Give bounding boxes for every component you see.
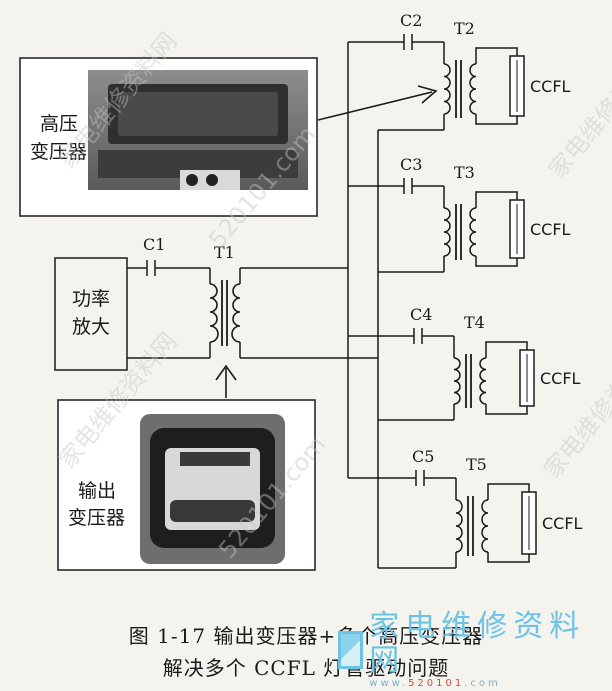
- power-amplifier-label-line2: 放大: [72, 316, 110, 338]
- primary-coil: [443, 207, 451, 257]
- secondary-coil: [469, 207, 477, 257]
- capacitor-label: C4: [410, 305, 432, 324]
- secondary-wire: [487, 552, 530, 563]
- output-photo-arrow: [215, 364, 237, 398]
- secondary-wire: [475, 47, 518, 64]
- capacitor-label: C3: [400, 155, 422, 174]
- corner-watermark-logo: 家电维修资料网 www.520101.com: [338, 610, 612, 689]
- secondary-coil: [469, 63, 477, 115]
- primary-coil: [453, 357, 461, 405]
- hv-photo-arrow: [317, 85, 438, 121]
- bus-wiring: [239, 42, 379, 568]
- secondary-wire: [485, 341, 528, 358]
- watermark-site-cn-right: 家电维修资料网: [543, 37, 612, 184]
- capacitor-label: C5: [412, 447, 434, 466]
- output-transformer-photo: [140, 414, 285, 564]
- hv-transformer-photo: [88, 70, 308, 190]
- corner-watermark-name: 家电维修资料网: [369, 609, 586, 678]
- primary-coil: [443, 63, 451, 115]
- corner-watermark-url: www.520101.com: [369, 678, 501, 689]
- transformer-label: T2: [454, 19, 475, 38]
- transformer-label: T3: [454, 163, 475, 182]
- secondary-wire: [487, 483, 530, 500]
- secondary-coil: [479, 357, 487, 405]
- figure-caption-line2: 解决多个 CCFL 灯管驱动问题: [162, 656, 450, 680]
- ccfl-driver-circuit-diagram: 高压 变压器 功率 放大 输出 变压器: [19, 11, 612, 571]
- watermark-site-cn-right-low: 家电维修资料网: [538, 337, 612, 484]
- primary-coil: [455, 499, 463, 553]
- secondary-wire: [475, 114, 518, 125]
- power-amplifier-box: [54, 257, 128, 371]
- site-logo-icon: [338, 630, 364, 669]
- ccfl-label: CCFL: [540, 369, 581, 388]
- output-transformer-label-line2: 变压器: [68, 507, 125, 529]
- transformer-label: T5: [466, 455, 487, 474]
- t1-core: [221, 280, 228, 346]
- t1-label: T1: [214, 243, 235, 262]
- figure-caption-line1: 图 1-17 输出变压器+多个高压变压器: [128, 624, 484, 648]
- ccfl-label: CCFL: [530, 220, 571, 239]
- capacitor-label: C2: [400, 11, 422, 30]
- hv-transformer-label-line1: 高压: [40, 113, 78, 135]
- t1-primary-coil: [209, 283, 219, 343]
- hv-transformer-label-line2: 变压器: [30, 141, 87, 163]
- ccfl-label: CCFL: [542, 514, 583, 533]
- c1-label: C1: [143, 235, 165, 254]
- t1-secondary-coil: [231, 283, 241, 343]
- ccfl-label: CCFL: [530, 77, 571, 96]
- transformer-label: T4: [464, 313, 485, 332]
- secondary-coil: [481, 499, 489, 553]
- secondary-wire: [475, 256, 518, 267]
- secondary-wire: [485, 404, 528, 415]
- secondary-wire: [475, 191, 518, 208]
- power-amplifier-label-line1: 功率: [72, 288, 110, 310]
- output-transformer-label-line1: 输出: [78, 480, 116, 502]
- primary-wiring: [127, 260, 211, 359]
